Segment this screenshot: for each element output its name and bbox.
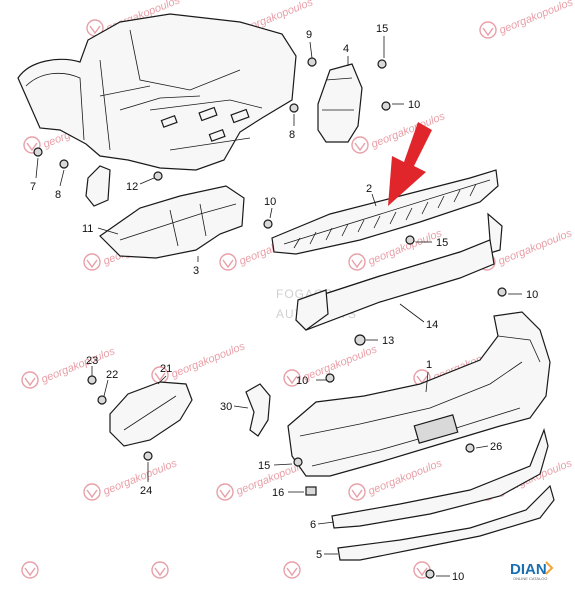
watermark-text: georgakopoulos (498, 0, 575, 37)
fasteners (33, 57, 507, 579)
energy-absorber-part-2 (271, 169, 499, 255)
callout-label: 10 (296, 375, 308, 387)
callout-label: 4 (343, 43, 349, 55)
clip-icon (465, 443, 475, 453)
callout-label: 14 (426, 319, 438, 331)
callout-label: 12 (126, 181, 138, 193)
watermark-logo (21, 371, 39, 389)
bolt-icon (377, 59, 387, 69)
brand-subtitle: ONLINE CATALOG (513, 576, 548, 581)
watermark-logo (351, 136, 369, 154)
callout-label: 15 (376, 23, 388, 35)
bolt-icon (307, 57, 317, 67)
bolt-icon (59, 159, 69, 169)
callout-label: 22 (106, 369, 118, 381)
watermark-logo (283, 369, 301, 387)
lower-trim-part-6 (331, 428, 549, 529)
bolt-icon (325, 373, 335, 383)
watermark-text: georgakopoulos (170, 340, 248, 381)
watermark-text: georgakopoulos (370, 110, 448, 151)
callout-label: 26 (490, 441, 502, 453)
callout-label: 11 (82, 223, 93, 235)
watermark-text: georgakopoulos (497, 227, 575, 268)
leader-lines (35, 36, 522, 577)
nut-icon (354, 334, 366, 346)
callout-label: 8 (55, 189, 61, 201)
callout-label: 24 (140, 485, 152, 497)
clip-icon (305, 486, 317, 496)
bolt-icon (497, 287, 507, 297)
brand-name: DIAN (510, 561, 547, 578)
callout-label: 9 (306, 29, 312, 41)
callout-label: 8 (289, 129, 295, 141)
reinforcement-bar-part-14 (295, 212, 503, 331)
callout-label: 6 (310, 519, 316, 531)
side-bracket-part-30 (245, 383, 271, 437)
callout-label: 30 (220, 401, 232, 413)
bolt-icon (263, 219, 273, 229)
bumper-cover-part-1 (287, 311, 551, 477)
callout-label: 2 (366, 183, 372, 195)
lower-trim-part-5 (337, 484, 555, 561)
bolt-icon (143, 451, 153, 461)
rear-body-shell (17, 13, 297, 171)
bracket-part-11 (99, 185, 245, 259)
callouts: 9 4 15 10 8 7 8 12 2 10 11 3 15 10 14 13… (30, 23, 538, 583)
watermark-logo (348, 253, 366, 271)
bolt-icon (289, 103, 299, 113)
watermark-logo (83, 253, 101, 271)
callout-label: 13 (382, 335, 394, 347)
tow-cover-part-21 (109, 381, 193, 447)
watermark-text: georgakopoulos (367, 457, 445, 498)
bolt-icon (405, 235, 415, 245)
watermark-logo (283, 561, 301, 579)
callout-label: 15 (436, 237, 448, 249)
bolt-icon (33, 147, 43, 157)
watermark-logo (219, 253, 237, 271)
callout-label: 7 (30, 181, 36, 193)
callout-label: 5 (316, 549, 322, 561)
watermark-logo (479, 21, 497, 39)
callout-label: 10 (408, 99, 420, 111)
bolt-icon (293, 457, 303, 467)
callout-label: 15 (258, 460, 270, 472)
clip-part-8 (85, 165, 111, 207)
watermark-logo (21, 561, 39, 579)
bracket-part-4 (317, 63, 363, 143)
watermark-logo (348, 483, 366, 501)
bolt-icon (153, 171, 163, 181)
callout-label: 10 (264, 196, 276, 208)
callout-label: 10 (452, 571, 464, 583)
highlight-arrow-icon (388, 122, 432, 206)
callout-label: 1 (426, 359, 432, 371)
callout-label: 3 (193, 265, 199, 277)
clip-icon (97, 395, 107, 405)
watermark-text: georgakopoulos (302, 343, 380, 384)
callout-label: 10 (526, 289, 538, 301)
callout-label: 21 (160, 363, 172, 375)
bolt-icon (381, 101, 391, 111)
bolt-icon (425, 569, 435, 579)
watermark-logo (151, 561, 169, 579)
callout-label: 16 (272, 487, 284, 499)
clip-icon (87, 375, 97, 385)
watermark-logo (23, 136, 41, 154)
brand-logo: DIAN ONLINE CATALOG (510, 561, 554, 581)
watermark-logo (83, 483, 101, 501)
callout-label: 23 (86, 355, 98, 367)
watermark-logo (216, 483, 234, 501)
